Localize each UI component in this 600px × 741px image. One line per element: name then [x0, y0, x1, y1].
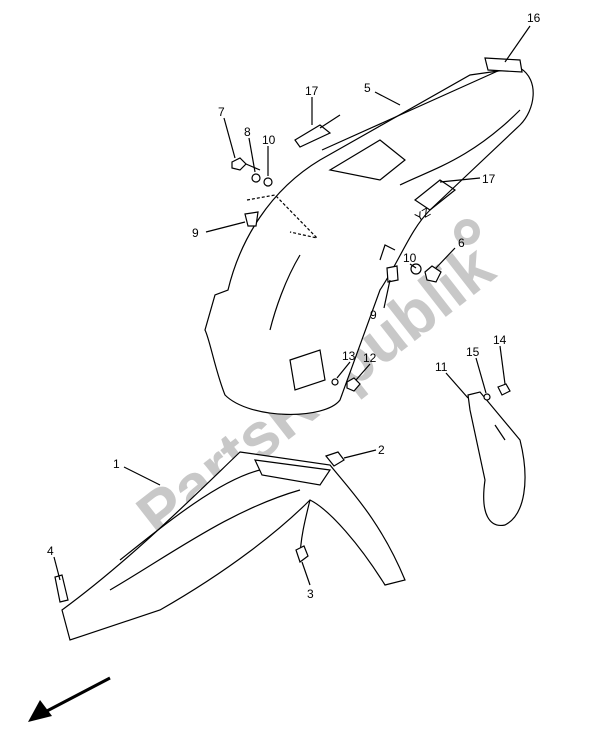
- nut-9b: [386, 265, 399, 283]
- label-7: 7: [218, 105, 225, 119]
- gear-icon: [454, 219, 480, 245]
- label-17b: 17: [482, 172, 496, 186]
- front-fender: [61, 451, 406, 641]
- mud-guard: [467, 391, 526, 526]
- label-15: 15: [466, 345, 480, 359]
- label-9a: 9: [192, 226, 199, 240]
- bolt-7: [231, 157, 261, 171]
- label-1: 1: [113, 457, 120, 471]
- label-9b: 9: [370, 308, 377, 322]
- decal-16: [484, 57, 523, 73]
- leader-lines: [53, 25, 531, 586]
- label-8: 8: [244, 125, 251, 139]
- label-17a: 17: [305, 84, 319, 98]
- direction-arrow-icon: [28, 676, 111, 722]
- label-14: 14: [493, 333, 507, 347]
- washer-15: [483, 393, 491, 401]
- label-2: 2: [378, 443, 385, 457]
- washer-13: [331, 378, 339, 386]
- washer-8: [251, 173, 261, 183]
- nut-2: [324, 451, 345, 467]
- label-4: 4: [47, 544, 54, 558]
- label-12: 12: [363, 351, 377, 365]
- rear-fender: [204, 67, 534, 415]
- label-11: 11: [435, 360, 448, 374]
- collar-10: [263, 177, 273, 187]
- decal-text: YZ: [413, 205, 433, 225]
- bolt-3: [295, 545, 309, 563]
- label-10a: 10: [262, 133, 276, 147]
- label-5: 5: [364, 81, 371, 95]
- label-6: 6: [458, 236, 465, 250]
- bolt-12: [346, 377, 361, 392]
- part-labels: 16 5 17 7 8 10 9 17 10 6 9 13 12 14 15 1…: [47, 11, 541, 601]
- bolt-6: [424, 265, 442, 283]
- label-3: 3: [307, 587, 314, 601]
- screw-14: [497, 383, 511, 396]
- nut-9a: [244, 211, 259, 227]
- decal-4: [54, 574, 69, 603]
- label-10b: 10: [403, 251, 417, 265]
- label-16: 16: [527, 11, 541, 25]
- label-13: 13: [342, 349, 356, 363]
